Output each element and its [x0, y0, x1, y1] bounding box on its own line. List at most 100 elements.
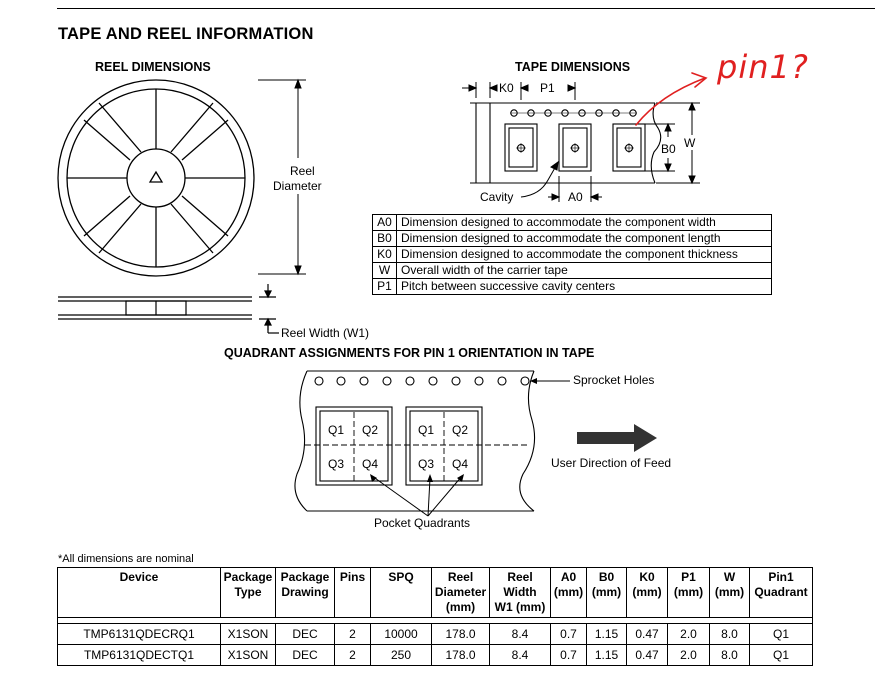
header-text: Device [119, 570, 159, 584]
page-title: TAPE AND REEL INFORMATION [58, 25, 314, 43]
col-header-device: Device [57, 567, 221, 618]
legend-desc: Dimension designed to accommodate the co… [396, 246, 772, 263]
tape-drawing [470, 102, 662, 184]
p1-label: P1 [540, 81, 555, 95]
legend-key: P1 [372, 278, 397, 295]
header-text: A0 [560, 570, 577, 584]
cell-package-type: X1SON [220, 623, 276, 645]
cell-pins: 2 [334, 623, 371, 645]
header-text: W [723, 570, 736, 584]
annotation-text: pin1? [717, 48, 809, 86]
cell-b0: 1.15 [586, 623, 627, 645]
quadrant-heading: QUADRANT ASSIGNMENTS FOR PIN 1 ORIENTATI… [224, 346, 595, 360]
k0-label: K0 [499, 81, 514, 95]
cell-b0: 1.15 [586, 644, 627, 666]
legend-key: A0 [372, 214, 397, 231]
col-header-pins: Pins [334, 567, 371, 618]
legend-desc: Pitch between successive cavity centers [396, 278, 772, 295]
header-text: Quadrant [754, 585, 808, 599]
header-text: (mm) [591, 585, 622, 599]
pocket2-q3: Q3 [418, 457, 435, 471]
cell-device: TMP6131QDECRQ1 [57, 623, 221, 645]
cell-reel-width: 8.4 [489, 644, 551, 666]
cell-pin1-quadrant: Q1 [749, 623, 813, 645]
reel-side-view [58, 284, 279, 334]
tape-cavities [504, 123, 646, 172]
col-header-a0: A0(mm) [550, 567, 587, 618]
header-text: Package [280, 570, 330, 584]
cell-reel-diameter: 178.0 [431, 644, 490, 666]
col-header-w: W(mm) [709, 567, 750, 618]
header-text: Drawing [281, 585, 329, 599]
pocket1-q3: Q3 [328, 457, 345, 471]
quadrant-tape-drawing [294, 370, 570, 517]
header-text: (mm) [632, 585, 662, 599]
cavity-label: Cavity [480, 190, 514, 204]
cell-k0: 0.47 [626, 623, 668, 645]
reel-diameter-label-line2: Diameter [273, 179, 322, 193]
reel-diameter-dimension [258, 78, 306, 276]
pocket2-q4: Q4 [452, 457, 469, 471]
col-header-spq: SPQ [370, 567, 432, 618]
pocket1-q2: Q2 [362, 423, 379, 437]
header-text: Reel [447, 570, 474, 584]
header-text: P1 [681, 570, 696, 584]
header-text: Type [234, 585, 262, 599]
tape-dimension-lines [462, 82, 700, 202]
reel-dimensions-heading: REEL DIMENSIONS [95, 60, 211, 74]
header-text: Package [223, 570, 273, 584]
header-text: Pin1 [768, 570, 794, 584]
quadrant-pockets [315, 406, 483, 486]
col-header-p1: P1(mm) [667, 567, 710, 618]
cell-w: 8.0 [709, 644, 750, 666]
cell-pins: 2 [334, 644, 371, 666]
tape-sprocket-holes [510, 109, 637, 117]
header-text: B0 [598, 570, 615, 584]
header-text: Width [503, 585, 537, 599]
header-text: (mm) [714, 585, 745, 599]
cell-pin1-quadrant: Q1 [749, 644, 813, 666]
top-rule [57, 8, 875, 9]
quadrant-sprocket-holes [314, 376, 530, 386]
col-header-b0: B0(mm) [586, 567, 627, 618]
header-text: (mm) [673, 585, 704, 599]
feed-direction-label: User Direction of Feed [551, 456, 672, 470]
cell-w: 8.0 [709, 623, 750, 645]
header-text: (mm) [445, 600, 476, 614]
reel-diameter-label: Reel Diameter [273, 164, 322, 194]
cell-package-drawing: DEC [275, 644, 335, 666]
table-row: TMP6131QDECRQ1 X1SON DEC 2 10000 178.0 8… [57, 623, 813, 645]
cell-package-type: X1SON [220, 644, 276, 666]
legend-key: B0 [372, 230, 397, 247]
header-text: Reel [507, 570, 533, 584]
legend-desc: Overall width of the carrier tape [396, 262, 772, 279]
header-text: SPQ [388, 570, 414, 584]
legend-key: W [372, 262, 397, 279]
cell-package-drawing: DEC [275, 623, 335, 645]
reel-width-label: Reel Width (W1) [281, 326, 370, 340]
cell-p1: 2.0 [667, 623, 710, 645]
table-row: TMP6131QDECTQ1 X1SON DEC 2 250 178.0 8.4… [57, 644, 813, 666]
legend-desc: Dimension designed to accommodate the co… [396, 230, 772, 247]
w-label: W [684, 136, 696, 150]
nominal-note: *All dimensions are nominal [58, 553, 194, 565]
cell-reel-width: 8.4 [489, 623, 551, 645]
pocket1-q1: Q1 [328, 423, 345, 437]
header-text: W1 (mm) [494, 600, 546, 614]
cell-k0: 0.47 [626, 644, 668, 666]
reel-front-view [57, 79, 255, 277]
cell-a0: 0.7 [550, 644, 587, 666]
cell-device: TMP6131QDECTQ1 [57, 644, 221, 666]
